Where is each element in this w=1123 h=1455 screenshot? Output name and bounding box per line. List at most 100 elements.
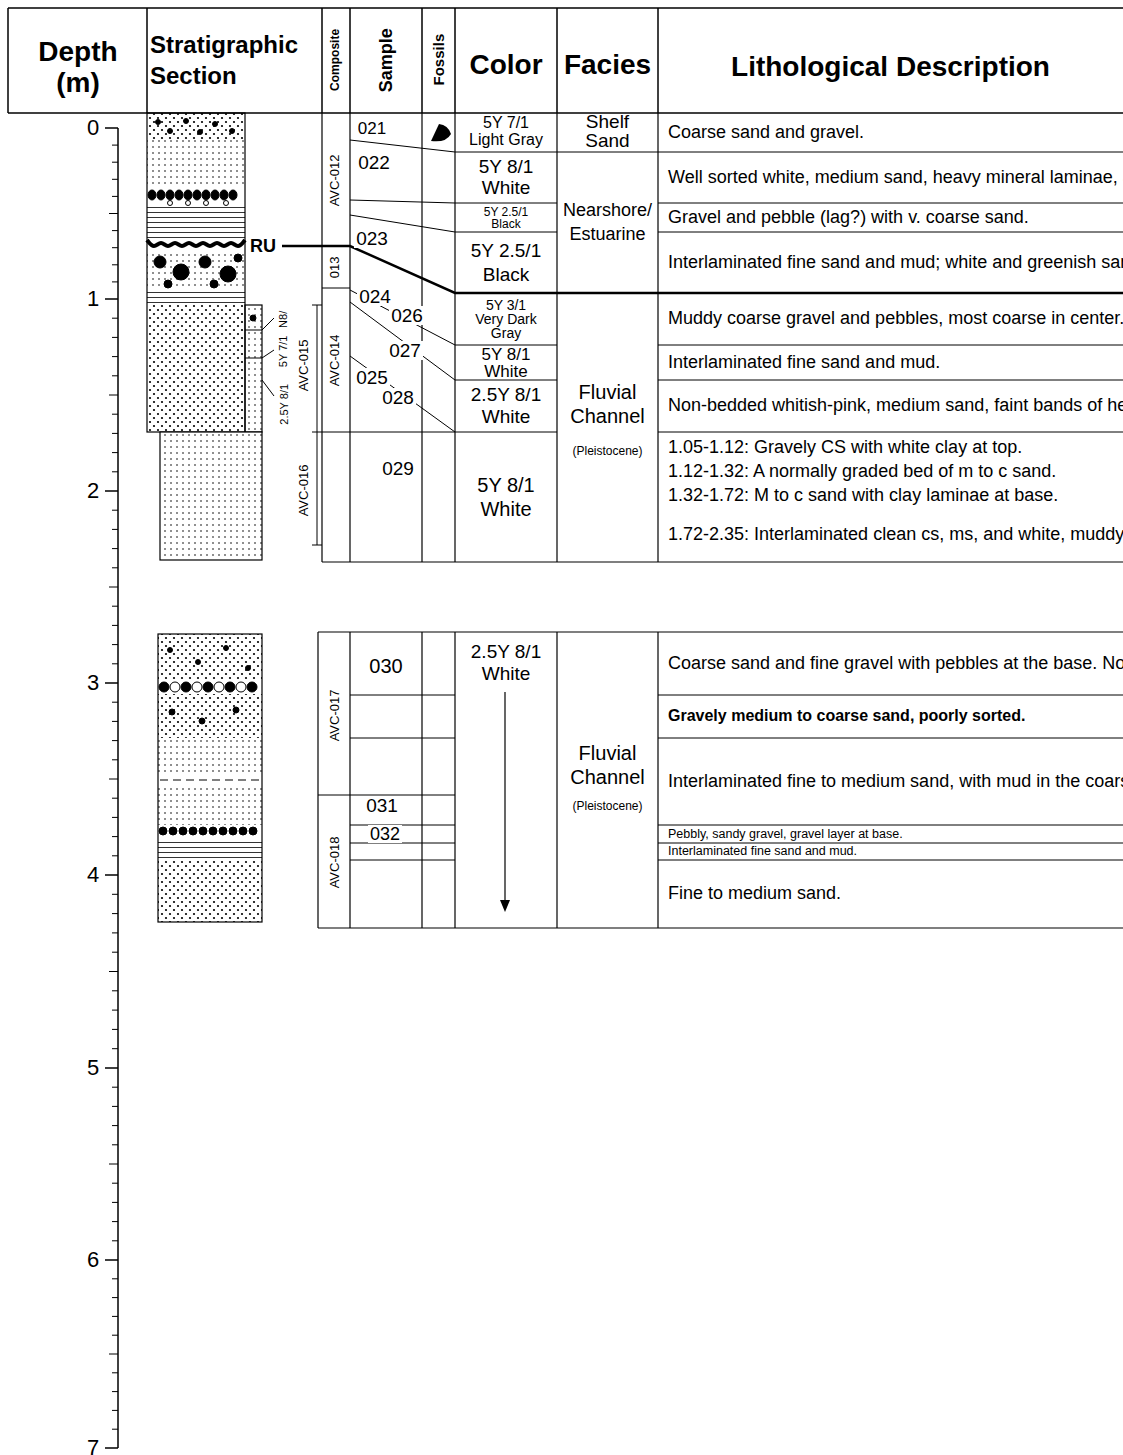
table-rule [317, 632, 318, 928]
pebble-bed [158, 680, 262, 694]
label-cell: (Pleistocene) [557, 796, 658, 818]
gravel-clast [168, 129, 173, 134]
leader-line [262, 350, 274, 358]
sample-number: 023 [354, 229, 390, 248]
leader-line [262, 380, 274, 396]
lithology-description: Well sorted white, medium sand, heavy mi… [668, 166, 1123, 189]
log-drawing [8, 8, 1123, 1448]
pebble [168, 201, 173, 206]
facies-label: Shelf Sand [563, 113, 653, 149]
depth-tick [112, 1429, 118, 1430]
medium-sand-bed [147, 305, 245, 432]
gravel-clast [224, 646, 229, 651]
depth-tick [112, 230, 118, 231]
table-rule [454, 632, 455, 928]
lithology-description: 1.72-2.35: Interlaminated clean cs, ms, … [668, 523, 1123, 546]
pebble-bed [147, 188, 245, 206]
depth-tick [105, 490, 118, 492]
table-rule [556, 113, 557, 562]
depth-tick [112, 721, 118, 722]
label-cell: 5Y 3/1 Very Dark Gray [455, 293, 557, 345]
munsell-color: 5Y 8/1 White [459, 473, 554, 521]
depth-tick [112, 1372, 118, 1373]
label-cell: 5Y 8/1 White [455, 152, 557, 203]
label-cell: 1 [82, 285, 104, 313]
coarse-sand-bed [147, 113, 245, 140]
depth-tick [112, 836, 118, 837]
pebble [220, 190, 228, 200]
pebble [202, 190, 210, 200]
composite-label: AVC-014 [329, 334, 344, 386]
depth-tick [112, 1010, 118, 1011]
pebble [148, 190, 156, 200]
depth-tick [112, 1202, 118, 1203]
table-rule [658, 380, 1123, 381]
leader-line [262, 318, 274, 330]
depth-tick [112, 952, 118, 953]
label-cell: N8/ [277, 305, 291, 333]
pebble [166, 190, 174, 200]
correlation-line [350, 356, 455, 432]
label-cell: 022 [352, 151, 396, 173]
depth-tick [112, 1106, 118, 1107]
label-cell: 2 [82, 477, 104, 505]
label-cell: Fine to medium sand. [658, 860, 1123, 928]
table-rule [658, 825, 1123, 826]
depth-tick [112, 529, 118, 530]
facies-age: (Pleistocene) [572, 800, 642, 814]
depth-tick [112, 548, 118, 549]
composite-bracket [312, 432, 322, 433]
laminated-bed [147, 206, 245, 238]
munsell-color: 5Y 7/1 Light Gray [466, 115, 546, 149]
depth-tick [112, 798, 118, 799]
label-cell: 5Y 8/1 White [455, 432, 557, 562]
facies-label: Fluvial Channel [560, 741, 656, 789]
munsell-note: N8/ [278, 310, 291, 327]
table-rule [657, 113, 658, 562]
label-cell: 1.32-1.72: M to c sand with clay laminae… [658, 484, 1123, 508]
depth-tick [112, 510, 118, 511]
depth-tick [112, 1029, 118, 1030]
label-cell: Color [455, 40, 557, 90]
column-header: Stratigraphic Section [150, 29, 320, 91]
depth-tick [109, 587, 118, 588]
gravel-clast [233, 707, 239, 713]
lithology-description: 1.32-1.72: M to c sand with clay laminae… [668, 484, 1058, 507]
table-rule [455, 380, 557, 381]
pebble [186, 201, 191, 206]
depth-tick [112, 1183, 118, 1184]
depth-tick [112, 606, 118, 607]
label-cell: Well sorted white, medium sand, heavy mi… [658, 152, 1123, 203]
label-cell: Fluvial Channel [557, 740, 658, 790]
depth-number: 2 [87, 478, 99, 503]
label-cell: Sample [350, 10, 422, 110]
gravel-clast [210, 280, 218, 288]
column-header: Composite [329, 29, 343, 91]
depth-number: 0 [87, 115, 99, 140]
sample-number: 030 [367, 656, 404, 676]
depth-tick [109, 779, 118, 780]
mud-lamina-ground [158, 775, 262, 785]
ravinement-surface [147, 240, 245, 246]
pebble [219, 827, 227, 835]
gravel-clast [234, 254, 242, 262]
label-cell: Shelf Sand [557, 113, 658, 150]
column-outline [158, 634, 262, 922]
label-cell: 1.72-2.35: Interlaminated clean cs, ms, … [658, 508, 1123, 562]
label-cell: Depth (m) [10, 30, 146, 106]
lithology-description: Coarse sand and gravel. [668, 121, 864, 144]
pebble [211, 190, 219, 200]
table-rule [146, 8, 148, 113]
column-header: Sample [376, 28, 397, 92]
gravel-clast [156, 120, 161, 125]
sample-number: 032 [368, 825, 402, 843]
facies-label: Nearshore/ Estuarine [559, 199, 657, 246]
table-rule [658, 860, 1123, 861]
table-rule [454, 8, 456, 113]
depth-number: 3 [87, 670, 99, 695]
pebble [225, 682, 235, 692]
lithology-description: 1.05-1.12: Gravely CS with white clay at… [668, 436, 1022, 459]
pebble [203, 682, 213, 692]
lithology-description: Gravely medium to coarse sand, poorly so… [668, 706, 1025, 727]
